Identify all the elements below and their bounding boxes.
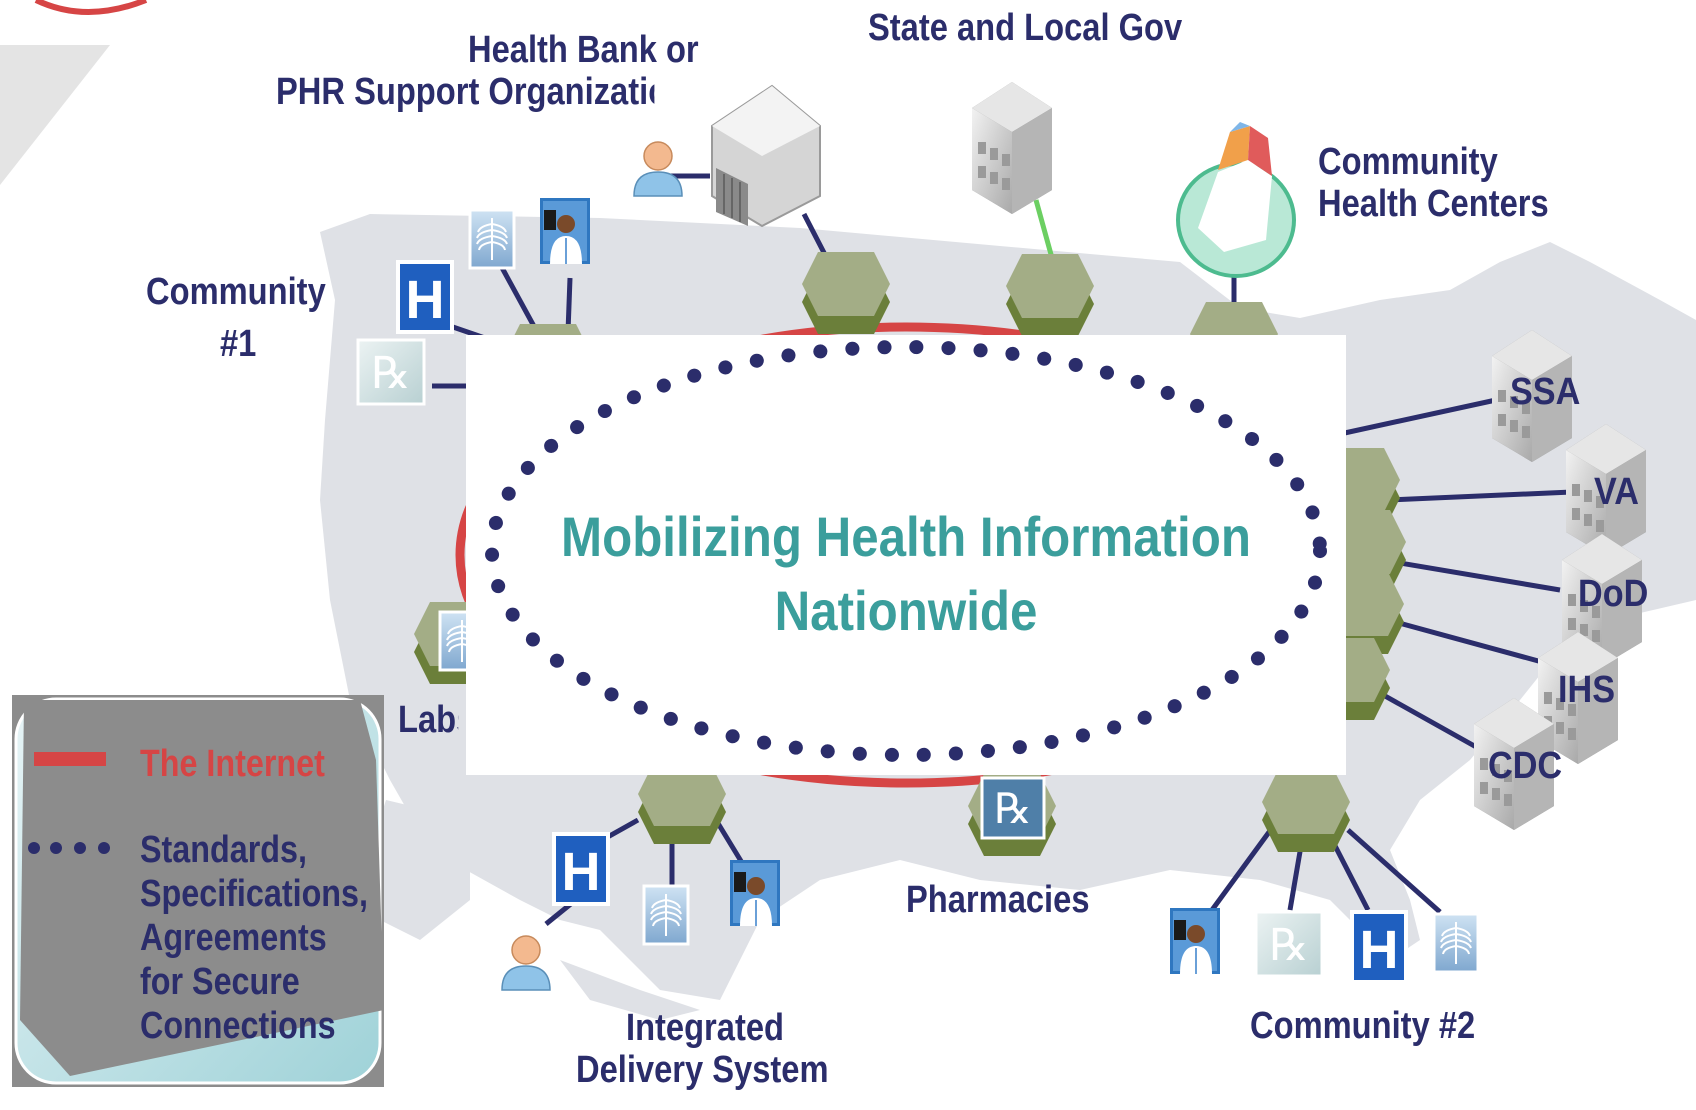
community-health-center-icon: [1176, 122, 1296, 278]
agency-ssa: SSA: [1510, 371, 1581, 413]
legend-standards-label: Standards, Specifications, Agreements fo…: [140, 829, 368, 1047]
legend-standards-swatch: [28, 842, 110, 854]
label-health-bank-2: PHR Support Organization: [276, 71, 655, 113]
patient-icon-ids: [501, 935, 551, 991]
patient-icon-phr: [633, 141, 683, 197]
hospital-glyph: H: [562, 842, 601, 902]
alaska-silhouette: [360, 800, 470, 940]
rx-glyph: ℞: [371, 349, 410, 398]
title-line-2: Nationwide: [774, 579, 1038, 642]
label-state-local: State and Local Gov: [868, 7, 1183, 49]
state-gov-link: [1033, 199, 1055, 259]
agency-va: VA: [1594, 471, 1639, 513]
label-chc-2: Health Centers: [1318, 183, 1549, 225]
legend-internet-swatch: [34, 752, 106, 766]
rx-glyph: ℞: [994, 787, 1032, 833]
legend-panel: [12, 695, 384, 1087]
label-community1-2: #1: [220, 323, 257, 365]
label-pharmacies: Pharmacies: [906, 879, 1090, 921]
label-chc-1: Community: [1318, 141, 1498, 183]
center-panel: [466, 335, 1346, 775]
logo-arc: [34, 0, 148, 15]
label-community2: Community #2: [1250, 1005, 1476, 1047]
agency-cdc: CDC: [1488, 745, 1563, 787]
agency-ihs: IHS: [1558, 669, 1616, 711]
diagram-title: Mobilizing Health Information Nationwide: [466, 500, 1346, 648]
title-line-1: Mobilizing Health Information: [561, 505, 1251, 568]
rx-icons: ℞ ℞ ℞: [356, 338, 1324, 978]
corner-wedge: [0, 45, 110, 185]
bank-building-icon: [711, 84, 821, 228]
label-ids-1: Integrated: [626, 1007, 784, 1049]
agency-dod: DoD: [1578, 573, 1649, 615]
standards-dotted-ellipse: [485, 340, 1327, 762]
rx-glyph: ℞: [1269, 921, 1308, 970]
hospital-glyph: H: [406, 270, 445, 330]
hospital-glyph: H: [1360, 920, 1399, 980]
label-labs: Labs: [398, 699, 458, 741]
label-community1-1: Community: [146, 271, 326, 313]
hawaii-silhouette: [560, 960, 700, 1020]
legend-internet-label: The Internet: [140, 743, 325, 785]
label-health-bank-1: Health Bank or: [468, 29, 699, 71]
hospital-icons: H H H: [396, 260, 1408, 984]
label-ids-2: Delivery System: [576, 1049, 829, 1091]
